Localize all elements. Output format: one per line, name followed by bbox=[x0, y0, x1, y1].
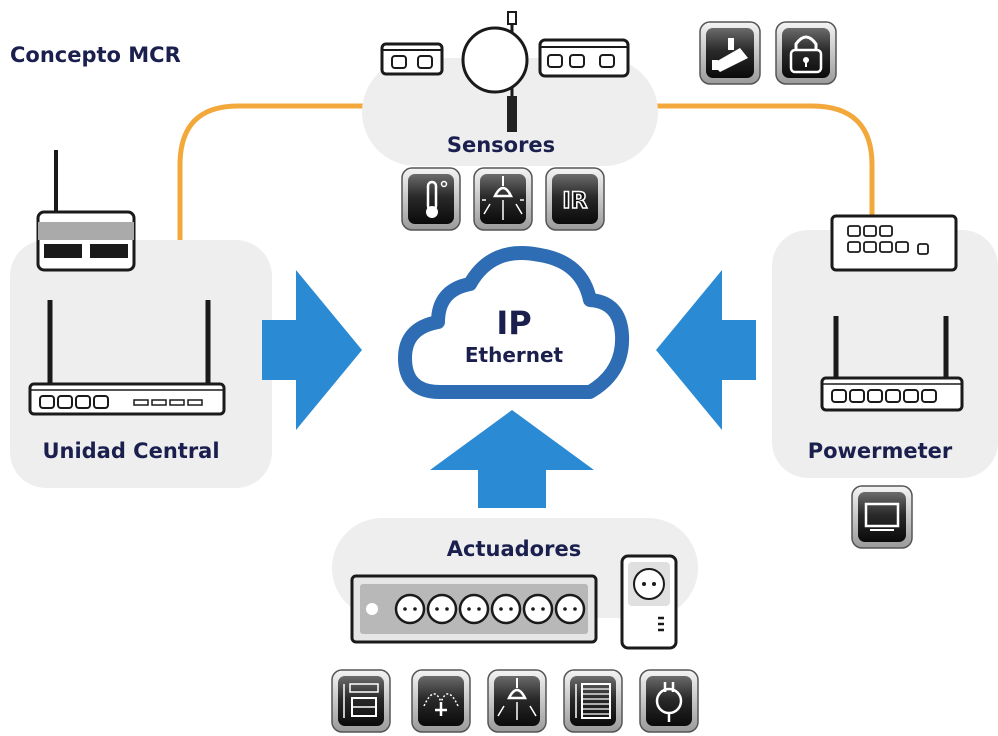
actuadores-label: Actuadores bbox=[447, 537, 581, 561]
arrow-up bbox=[430, 410, 594, 508]
powermeter-switch-device bbox=[830, 214, 958, 272]
powermeter-panel bbox=[772, 230, 998, 478]
plug-in-actuator-device bbox=[620, 554, 678, 650]
shutter-icon bbox=[563, 669, 623, 733]
camera-icon bbox=[699, 21, 761, 85]
lock-icon bbox=[775, 21, 837, 85]
cloud-ethernet-label: Ethernet bbox=[465, 343, 564, 367]
link-sensores-powermeter bbox=[648, 103, 875, 215]
router-device bbox=[28, 300, 226, 416]
ir-badge-text: IR bbox=[562, 189, 587, 214]
link-unidad-sensores bbox=[177, 103, 372, 242]
sensores-label: Sensores bbox=[447, 133, 555, 157]
thermometer-icon bbox=[401, 167, 461, 231]
sensor-device-3-port bbox=[538, 38, 630, 78]
tv-icon bbox=[851, 485, 913, 549]
blind-icon bbox=[331, 669, 391, 733]
diagram-title: Concepto MCR bbox=[10, 43, 181, 67]
unidad-central-label: Unidad Central bbox=[42, 439, 219, 463]
arrow-left bbox=[656, 270, 756, 430]
sensor-device-2-port bbox=[380, 42, 444, 76]
access-point-device bbox=[36, 150, 136, 272]
irrigation-icon bbox=[411, 669, 471, 733]
powermeter-label: Powermeter bbox=[808, 439, 953, 463]
ir-icon: IR bbox=[545, 167, 605, 231]
light-icon bbox=[473, 167, 533, 231]
powermeter-router-device bbox=[820, 316, 964, 412]
light-icon bbox=[487, 669, 547, 733]
sensor-probe-cable bbox=[461, 11, 529, 132]
arrow-right bbox=[262, 270, 362, 430]
cloud-ip-label: IP bbox=[496, 304, 531, 342]
ip-ethernet-cloud: IP Ethernet bbox=[398, 245, 630, 399]
plug-icon bbox=[639, 669, 699, 733]
actuator-rail-module bbox=[350, 574, 598, 644]
